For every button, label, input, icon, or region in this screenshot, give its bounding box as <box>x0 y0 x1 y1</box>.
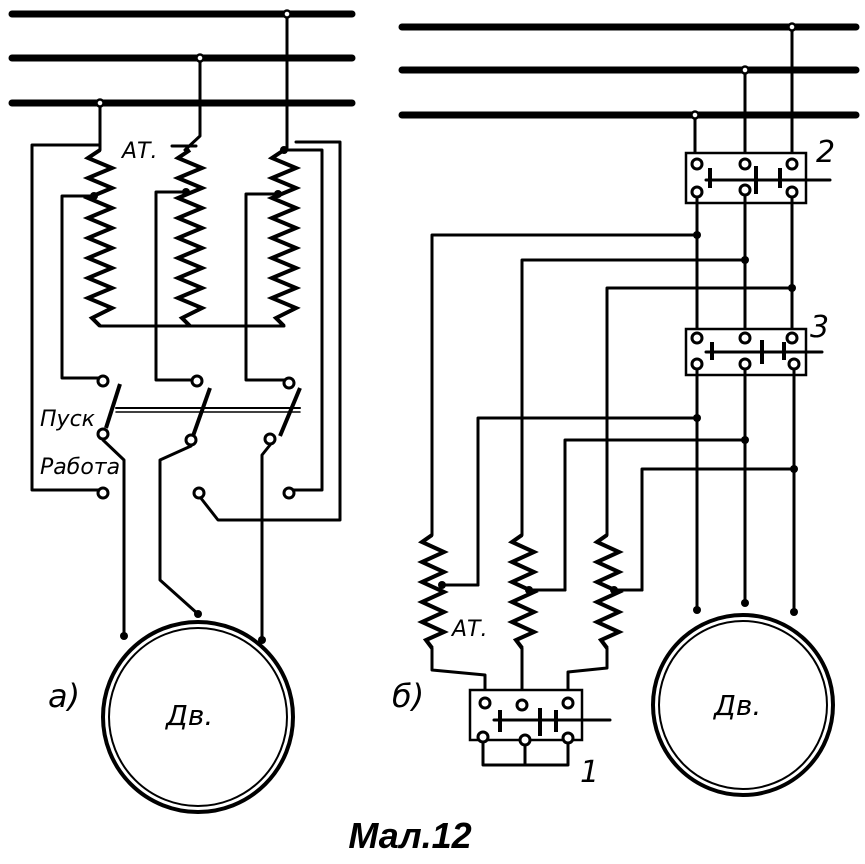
motor-a-label: Дв. <box>164 699 213 732</box>
run-position-label: Работа <box>40 455 120 480</box>
switch-3-label: 3 <box>810 310 829 345</box>
motor-b-label: Дв. <box>712 689 761 722</box>
autotransformer-a-label: АТ. <box>120 139 157 164</box>
autotransformer-b-coils <box>417 533 624 650</box>
motor-b <box>651 613 835 797</box>
switch-1 <box>468 688 612 747</box>
part-b-label: б) <box>392 677 424 715</box>
circuit-a <box>8 9 356 814</box>
switch-3 <box>684 327 824 377</box>
autotransformer-a-coils <box>82 148 302 328</box>
part-a-label: а) <box>48 677 80 715</box>
autotransformer-b-label: АТ. <box>450 617 487 642</box>
start-position-label: Пуск <box>40 407 96 432</box>
motor-a <box>101 620 295 814</box>
switch-2 <box>684 151 832 205</box>
figure-caption: Мал.12 <box>348 815 471 856</box>
changeover-switch-a <box>96 374 302 500</box>
circuit-b <box>398 22 860 797</box>
switch-2-label: 2 <box>816 135 835 170</box>
switch-1-label: 1 <box>580 755 599 790</box>
